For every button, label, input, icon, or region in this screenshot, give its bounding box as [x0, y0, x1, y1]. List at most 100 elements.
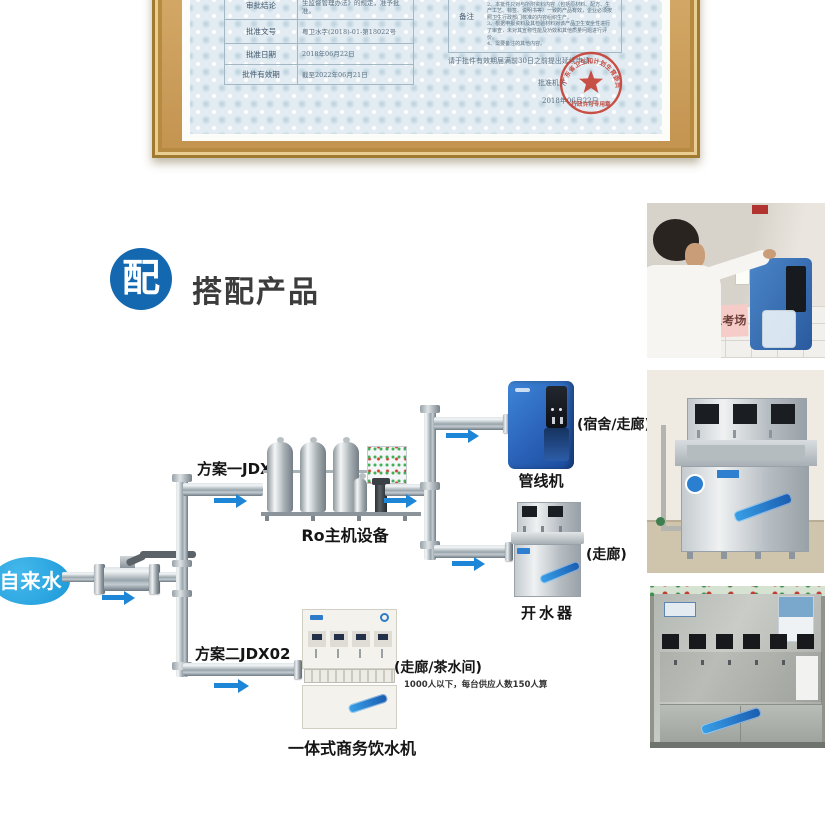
commercial-dispenser — [300, 607, 399, 733]
flow-arrow-icon — [214, 683, 238, 688]
renewal-note: 请于批件有效期届满前30日之前提出延续申请。 — [448, 57, 597, 65]
valve-flange — [149, 564, 160, 594]
main-riser-pipe — [176, 477, 188, 677]
remarks-text: 1、本批件有效期四年。 2、本批件只对与所附资料内容（包括原材料、配方、生产工艺… — [487, 0, 613, 48]
remarks-box: 备注 1、本批件有效期四年。 2、本批件只对与所附资料内容（包括原材料、配方、生… — [448, 0, 622, 53]
pipe-joint — [172, 474, 192, 482]
dispenser-tag: (走廊/茶水间) — [394, 660, 482, 676]
ro-label: Ro主机设备 — [301, 526, 389, 545]
row-value: 经审核，该产品符合《生活饮用水卫生监督管理办法》的规定，准予批准。 — [297, 0, 414, 20]
boiler-label-plate — [717, 470, 739, 478]
section-badge-icon: 配 — [110, 248, 172, 310]
person-hand — [763, 249, 776, 259]
stamp-star-icon — [579, 70, 603, 93]
dispenser-label: 一体式商务饮水机 — [288, 739, 417, 758]
pipe-flange — [503, 414, 511, 433]
plan2-label: 方案二JDX02 — [195, 645, 291, 663]
machine-button — [559, 408, 562, 411]
ro-pump — [375, 484, 387, 512]
machine-button — [551, 408, 554, 411]
basin-inner — [687, 445, 805, 460]
row-label: 批准日期 — [224, 43, 298, 65]
boiler-photo-unit — [675, 398, 817, 563]
table-row: 批件有效期 截至2022年06月21日 — [224, 64, 414, 85]
plan2-branch-pipe — [183, 663, 301, 676]
ro-base-frame — [261, 512, 421, 516]
row-label: 审批结论 — [224, 0, 298, 20]
flow-arrow-icon — [102, 595, 124, 600]
poster-header — [779, 597, 813, 617]
pipeline-machine-tag: (宿舍/走廊) — [577, 417, 651, 433]
tap-water-source: 自来水 — [0, 557, 70, 605]
plan1-branch-pipe — [183, 483, 263, 496]
wall-pipe-elbow — [661, 526, 693, 531]
pipe-flange — [294, 660, 302, 679]
red-approval-stamp: 广东省卫生和计划生育委员会 行政许可专用章 — [558, 50, 623, 115]
pipe-joint — [420, 482, 440, 490]
approver-label: 批准机关 — [538, 79, 566, 87]
dispenser-basin-grid — [304, 669, 395, 683]
pipe-joint — [172, 590, 192, 597]
person-face — [685, 243, 705, 268]
water-bottle — [762, 310, 796, 348]
stamp-bottom-text: 行政许可专用章 — [570, 100, 611, 108]
ro-equipment — [255, 428, 435, 524]
boiler-label: 开水器 — [520, 604, 575, 622]
dispenser-panel — [786, 266, 806, 312]
photo-dispenser-row — [650, 586, 825, 748]
boiler-badge — [517, 548, 530, 554]
flow-arrow-icon — [384, 498, 406, 503]
table-row: 批准日期 2018年06月22日 — [224, 43, 414, 65]
machine-spout — [552, 417, 555, 424]
pipeline-machine-label: 管线机 — [518, 472, 564, 490]
valve-body — [104, 567, 150, 591]
pipeline-branch-pipe — [434, 417, 510, 430]
boiler-faucets — [523, 526, 573, 532]
valve-handle-bar — [140, 551, 196, 558]
certificate-patterned-paper: 审批结论 经审核，该产品符合《生活饮用水卫生监督管理办法》的规定，准予批准。 批… — [190, 0, 662, 134]
table-row: 审批结论 经审核，该产品符合《生活饮用水卫生监督管理办法》的规定，准予批准。 — [224, 0, 414, 20]
certificate-frame: 审批结论 经审核，该产品符合《生活饮用水卫生监督管理办法》的规定，准予批准。 批… — [152, 0, 700, 158]
pipe-source — [62, 572, 98, 582]
hanging-flags — [650, 586, 825, 596]
machine-panel — [546, 386, 567, 428]
stainless-dispenser-row — [654, 594, 822, 743]
cabinet-divider — [740, 706, 741, 742]
row-value: 2018年06月22日 — [297, 43, 414, 65]
machine-logo-plate — [664, 602, 696, 617]
row-value: 截至2022年06月21日 — [297, 64, 414, 85]
photo-installation: 21考场 — [647, 203, 825, 358]
photo-boiler-install — [647, 370, 824, 573]
row-label: 批件有效期 — [224, 64, 298, 85]
dispenser-screens — [312, 634, 390, 640]
flow-arrow-icon — [452, 561, 474, 566]
machine-dispense-recess — [544, 428, 569, 461]
remarks-label: 备注 — [459, 12, 474, 21]
row-value: 粤卫水字(2018)-01-第18022号 — [297, 19, 414, 44]
floor-shadow — [650, 742, 825, 748]
valve-flange — [94, 564, 105, 594]
boiler-basin — [511, 532, 584, 544]
boiler-branch-pipe — [434, 545, 512, 558]
row-label: 批准文号 — [224, 19, 298, 44]
section-title: 搭配产品 — [192, 275, 320, 310]
approval-date: 2018年06月22日 — [542, 97, 599, 105]
boiler-faucets — [697, 430, 797, 438]
wall-sign-red — [752, 205, 768, 214]
dispenser-faucets — [315, 649, 389, 658]
wall-mounted-dispenser — [750, 258, 812, 350]
flow-arrow-icon — [214, 498, 236, 503]
pipe-joint — [172, 560, 192, 567]
ro-membrane-housing — [353, 473, 367, 512]
wall-pipe — [661, 425, 666, 530]
boiler-windows — [522, 506, 574, 517]
boiler-round-badge — [685, 474, 705, 494]
ro-filter-tank — [300, 437, 326, 512]
pipe-joint — [420, 405, 440, 413]
machine-spout — [560, 417, 563, 424]
pipe-joint — [172, 662, 192, 670]
ro-pump-motor — [372, 478, 390, 485]
lower-cabinets — [660, 704, 822, 743]
recess-faucets — [674, 660, 804, 665]
pipe-joint — [420, 541, 440, 549]
